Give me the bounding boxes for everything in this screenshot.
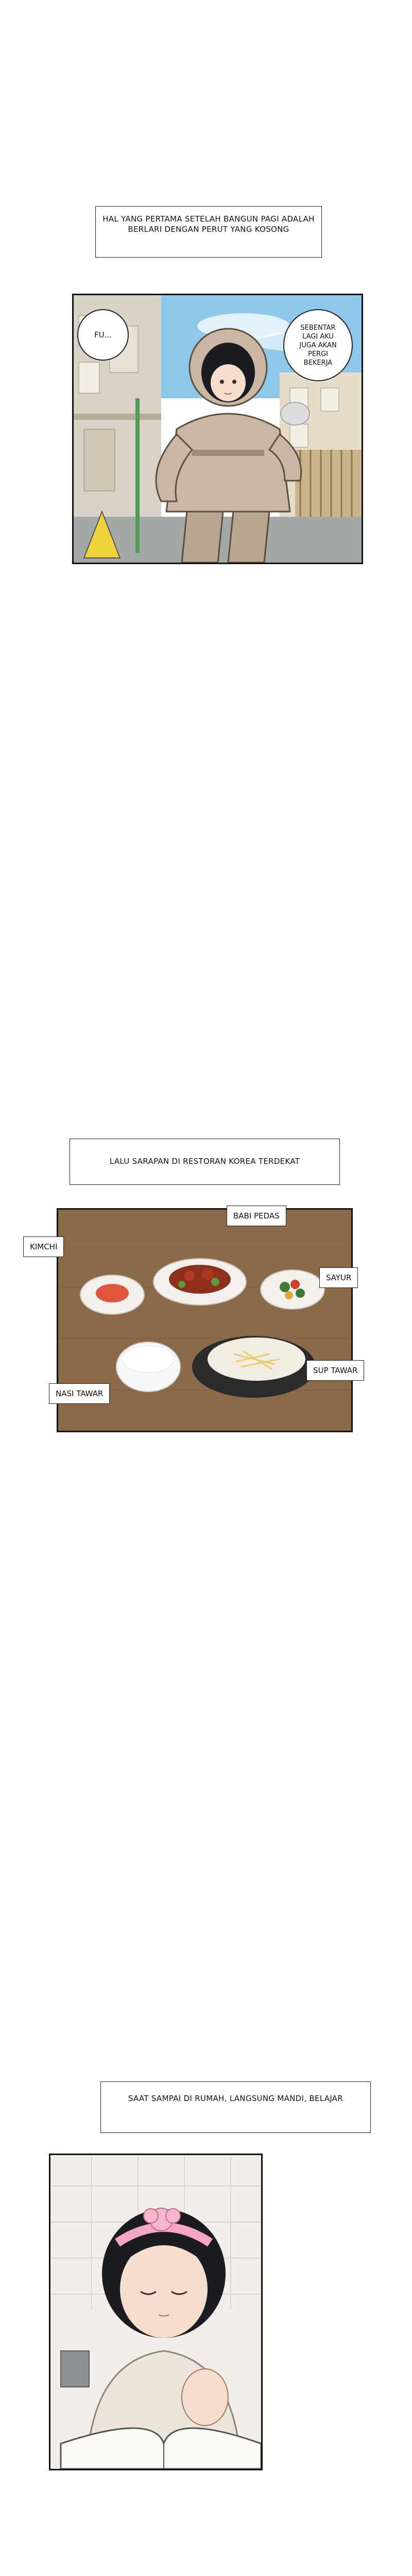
label-sup-tawar: SUP TAWAR bbox=[306, 1360, 365, 1381]
speech-bubble-right: SEBENTAR LAGI AKU JUGA AKAN PERGI BEKERJ… bbox=[283, 309, 353, 381]
caption-breakfast: LALU SARAPAN DI RESTORAN KOREA TERDEKAT bbox=[70, 1139, 340, 1185]
speech-bubble-left: FU... bbox=[77, 309, 129, 361]
studying-scene-illustration bbox=[50, 2155, 261, 2469]
panel-home-study bbox=[49, 2154, 263, 2470]
panel-morning-run bbox=[72, 294, 363, 564]
caption-home-study: SAAT SAMPAI DI RUMAH, LANGSUNG MANDI, BE… bbox=[100, 2081, 371, 2133]
label-babi-pedas: BABI PEDAS bbox=[227, 1206, 286, 1226]
label-nasi-tawar: NASI TAWAR bbox=[49, 1383, 110, 1404]
running-scene-illustration bbox=[74, 295, 362, 563]
label-kimchi: KIMCHI bbox=[23, 1236, 64, 1257]
panel-breakfast bbox=[57, 1208, 353, 1432]
label-sayur: SAYUR bbox=[319, 1267, 358, 1288]
caption-morning-run: HAL YANG PERTAMA SETELAH BANGUN PAGI ADA… bbox=[95, 206, 322, 258]
